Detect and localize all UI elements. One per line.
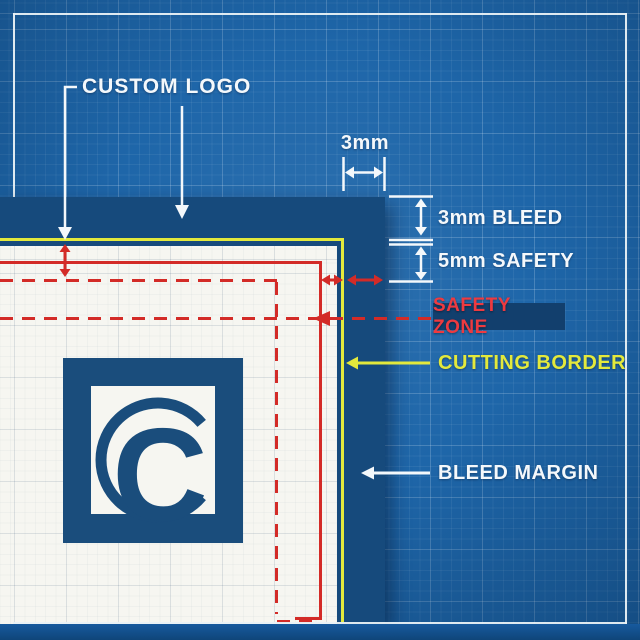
trim-inner-edge-right <box>337 243 339 624</box>
logo-ring <box>95 397 206 523</box>
logo-letter: C <box>112 401 207 543</box>
safety-zone-dashed-bottom <box>277 620 317 623</box>
custom-logo-label: CUSTOM LOGO <box>82 75 252 98</box>
bleed-3mm-label: 3mm BLEED <box>438 207 563 229</box>
bottom-margin-band <box>0 624 640 640</box>
safety-line-right <box>319 261 322 620</box>
dim-3mm-label: 3mm <box>340 132 390 154</box>
safety-zone-dashed-top <box>0 279 278 282</box>
safety-zone-dashed-right <box>275 282 278 614</box>
cutting-border-label: CUTTING BORDER <box>438 352 627 374</box>
dimension-3mm <box>342 157 386 191</box>
frame-bottom-line <box>13 622 627 624</box>
safety-zone-label: SAFETY ZONE <box>433 294 511 338</box>
dimension-bleed-safety <box>389 195 433 283</box>
safety-zone-badge: SAFETY ZONE <box>433 295 565 338</box>
bleed-margin-label: BLEED MARGIN <box>438 462 599 484</box>
frame-right-line <box>625 13 627 624</box>
cutting-border-line-right <box>341 238 344 622</box>
safety-5mm-label: 5mm SAFETY <box>438 250 575 272</box>
frame-top-line <box>13 13 627 15</box>
safety-line-top <box>0 261 322 264</box>
cutting-border-line-top <box>0 238 344 241</box>
safety-line-bottom <box>295 617 322 620</box>
custom-logo: C <box>63 358 243 543</box>
trim-inner-edge-top <box>0 243 339 245</box>
safety-zone-leader-dashes <box>0 317 433 320</box>
frame-left-line <box>13 13 15 197</box>
